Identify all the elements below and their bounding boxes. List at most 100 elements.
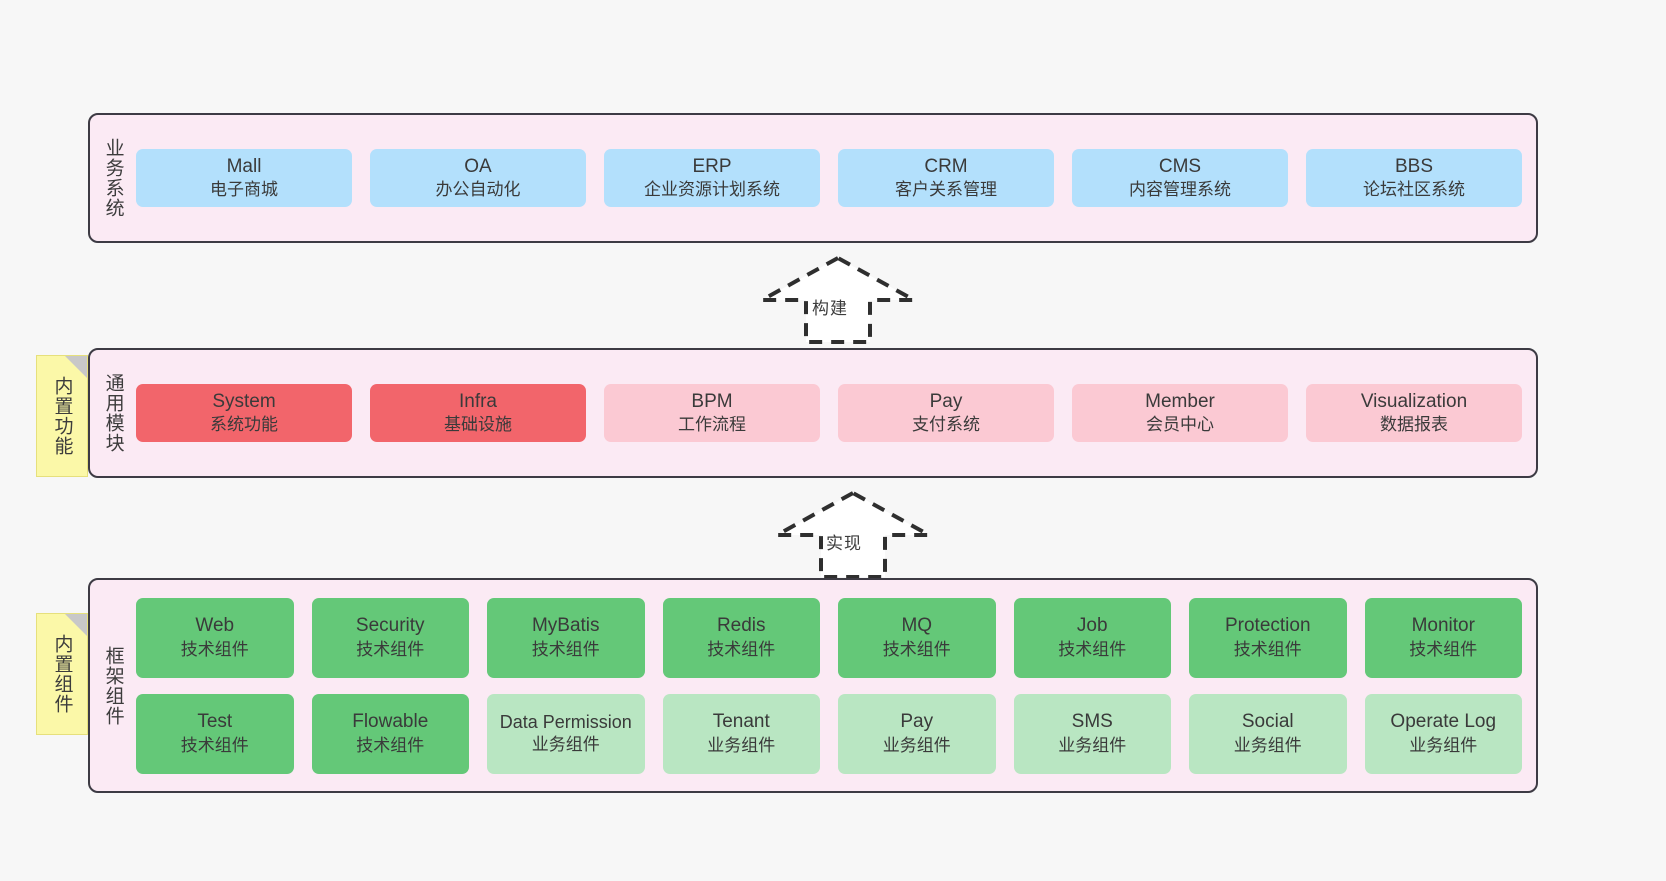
card-en-label: Redis: [716, 615, 766, 637]
card-pay-component[interactable]: Pay 业务组件: [838, 693, 996, 774]
card-bbs[interactable]: BBS 论坛社区系统: [1306, 148, 1522, 208]
layer-body-business-system: Mall 电子商城 OA 办公自动化 ERP 企业资源计划系统 CRM 客户关系…: [136, 115, 1536, 241]
card-en-label: SMS: [1071, 711, 1113, 733]
card-bpm[interactable]: BPM 工作流程: [604, 383, 820, 443]
card-cn-label: 技术组件: [356, 639, 425, 659]
sticky-note-builtin-function[interactable]: 内置功能: [36, 355, 88, 477]
card-cn-label: 业务组件: [707, 735, 776, 755]
card-mall[interactable]: Mall 电子商城: [136, 148, 352, 208]
card-data-permission[interactable]: Data Permission 业务组件: [487, 693, 645, 774]
card-visualization[interactable]: Visualization 数据报表: [1306, 383, 1522, 443]
card-security[interactable]: Security 技术组件: [311, 597, 469, 678]
card-cn-label: 技术组件: [882, 639, 951, 659]
card-en-label: Job: [1076, 615, 1108, 637]
card-en-label: Mall: [226, 155, 262, 177]
card-cn-label: 数据报表: [1380, 415, 1448, 435]
card-sms[interactable]: SMS 业务组件: [1013, 693, 1171, 774]
layer-body-framework-component: Web 技术组件 Security 技术组件 MyBatis 技术组件 Redi…: [136, 580, 1536, 791]
arrow-build-shape: [761, 255, 915, 344]
card-cn-label: 技术组件: [531, 639, 600, 659]
card-web[interactable]: Web 技术组件: [136, 597, 294, 678]
card-cn-label: 技术组件: [1409, 639, 1478, 659]
card-cn-label: 工作流程: [678, 415, 746, 435]
card-monitor[interactable]: Monitor 技术组件: [1364, 597, 1522, 678]
card-flowable[interactable]: Flowable 技术组件: [311, 693, 469, 774]
card-cn-label: 办公自动化: [435, 180, 521, 200]
card-en-label: Social: [1241, 711, 1294, 733]
card-redis[interactable]: Redis 技术组件: [662, 597, 820, 678]
card-mybatis[interactable]: MyBatis 技术组件: [487, 597, 645, 678]
card-cn-label: 系统功能: [210, 415, 278, 435]
card-protection[interactable]: Protection 技术组件: [1189, 597, 1347, 678]
card-row: Test 技术组件 Flowable 技术组件 Data Permission …: [136, 693, 1522, 774]
card-crm[interactable]: CRM 客户关系管理: [838, 148, 1054, 208]
layer-title-framework-component: 框架组件: [102, 645, 124, 726]
layer-title-business-system: 业务系统: [102, 138, 124, 218]
card-cn-label: 论坛社区系统: [1363, 180, 1465, 200]
card-cn-label: 业务组件: [1409, 735, 1478, 755]
arrow-implement: [776, 490, 930, 579]
card-cn-label: 支付系统: [912, 415, 980, 435]
arrow-build: [761, 255, 915, 344]
card-cn-label: 业务组件: [531, 735, 600, 755]
sticky-note-builtin-component[interactable]: 内置组件: [36, 613, 88, 735]
arrow-build-label: 构建: [812, 299, 848, 318]
card-infra[interactable]: Infra 基础设施: [370, 383, 586, 443]
card-en-label: System: [212, 390, 276, 412]
card-en-label: Protection: [1224, 615, 1311, 637]
card-en-label: Pay: [929, 390, 963, 412]
card-test[interactable]: Test 技术组件: [136, 693, 294, 774]
card-row: Web 技术组件 Security 技术组件 MyBatis 技术组件 Redi…: [136, 597, 1522, 678]
card-en-label: Web: [195, 615, 235, 637]
card-en-label: ERP: [692, 155, 732, 177]
card-erp[interactable]: ERP 企业资源计划系统: [604, 148, 820, 208]
card-social[interactable]: Social 业务组件: [1189, 693, 1347, 774]
card-cms[interactable]: CMS 内容管理系统: [1072, 148, 1288, 208]
card-en-label: OA: [464, 155, 492, 177]
card-cn-label: 电子商城: [210, 180, 278, 200]
card-job[interactable]: Job 技术组件: [1013, 597, 1171, 678]
card-tenant[interactable]: Tenant 业务组件: [662, 693, 820, 774]
card-en-label: MyBatis: [531, 615, 600, 637]
card-row: System 系统功能 Infra 基础设施 BPM 工作流程 Pay 支付系统…: [136, 383, 1522, 443]
card-en-label: MQ: [901, 615, 933, 637]
card-en-label: BBS: [1394, 155, 1434, 177]
card-en-label: Monitor: [1411, 615, 1475, 637]
card-en-label: Operate Log: [1390, 711, 1497, 733]
card-row: Mall 电子商城 OA 办公自动化 ERP 企业资源计划系统 CRM 客户关系…: [136, 148, 1522, 208]
layer-panel-business-system: 业务系统 Mall 电子商城 OA 办公自动化 ERP 企业资源计划系统 CRM…: [88, 113, 1538, 243]
card-en-label: Pay: [900, 711, 934, 733]
card-en-label: Flowable: [352, 711, 429, 733]
card-cn-label: 技术组件: [180, 639, 249, 659]
sticky-label: 内置组件: [51, 634, 73, 714]
card-pay-module[interactable]: Pay 支付系统: [838, 383, 1054, 443]
card-en-label: Member: [1145, 390, 1215, 412]
card-en-label: CMS: [1158, 155, 1202, 177]
card-oa[interactable]: OA 办公自动化: [370, 148, 586, 208]
card-en-label: BPM: [691, 390, 733, 412]
card-system[interactable]: System 系统功能: [136, 383, 352, 443]
card-cn-label: 客户关系管理: [895, 180, 997, 200]
card-en-label: Visualization: [1360, 390, 1468, 412]
card-cn-label: 会员中心: [1146, 415, 1214, 435]
card-member[interactable]: Member 会员中心: [1072, 383, 1288, 443]
card-cn-label: 技术组件: [356, 735, 425, 755]
layer-body-common-module: System 系统功能 Infra 基础设施 BPM 工作流程 Pay 支付系统…: [136, 350, 1536, 476]
card-en-label: Security: [355, 615, 425, 637]
card-operate-log[interactable]: Operate Log 业务组件: [1364, 693, 1522, 774]
card-en-label: CRM: [924, 155, 968, 177]
fold-corner-icon: [65, 614, 87, 636]
card-cn-label: 基础设施: [444, 415, 512, 435]
card-cn-label: 技术组件: [1058, 639, 1127, 659]
card-cn-label: 技术组件: [1233, 639, 1302, 659]
fold-corner-icon: [65, 356, 87, 378]
card-cn-label: 技术组件: [180, 735, 249, 755]
card-en-label: Test: [197, 711, 233, 733]
card-cn-label: 业务组件: [1058, 735, 1127, 755]
card-cn-label: 技术组件: [707, 639, 776, 659]
layer-title-common-module: 通用模块: [102, 373, 124, 453]
card-mq[interactable]: MQ 技术组件: [838, 597, 996, 678]
card-en-label: Data Permission: [499, 712, 632, 733]
arrow-implement-shape: [776, 490, 930, 579]
arrow-implement-label: 实现: [826, 534, 862, 553]
